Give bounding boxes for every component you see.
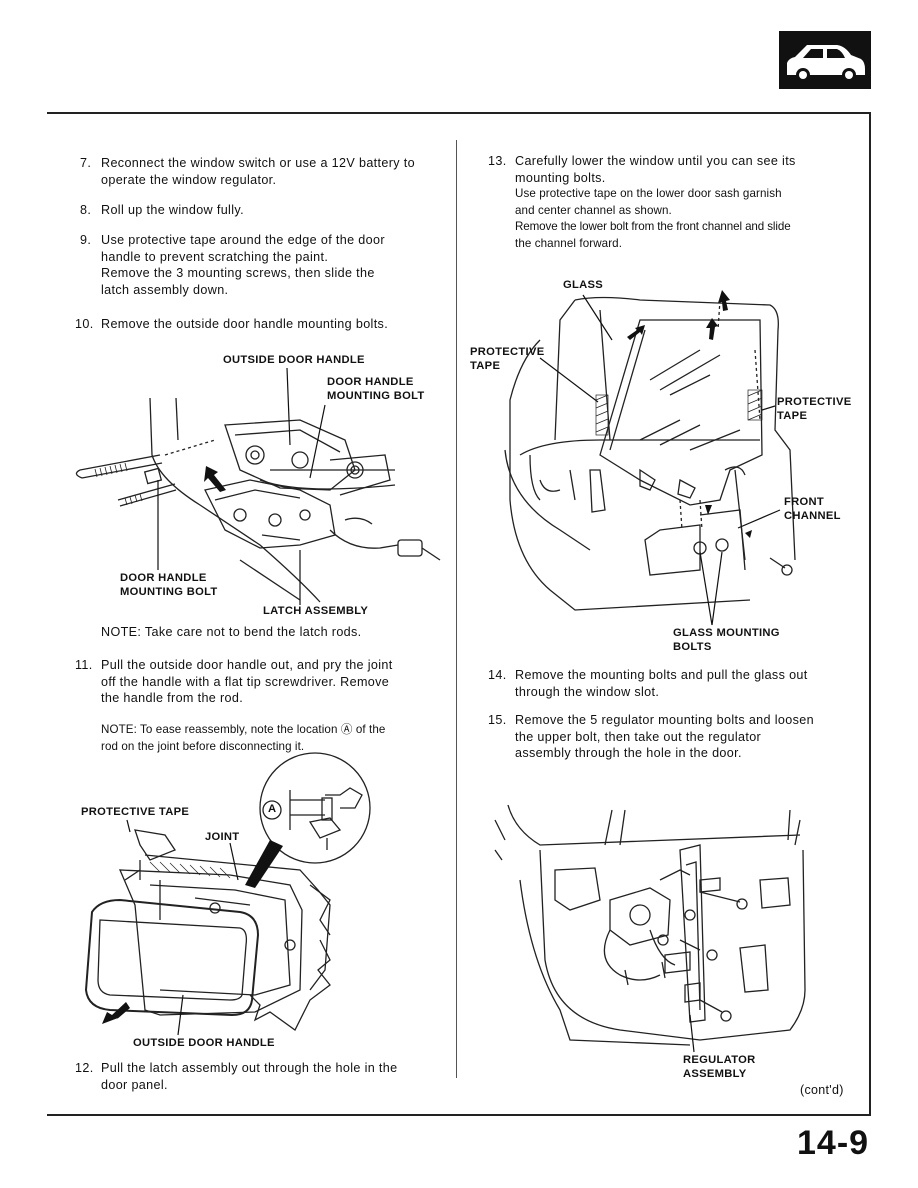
section-badge xyxy=(779,31,871,89)
step-12-line: door panel. xyxy=(101,1077,168,1092)
label-line: DOOR HANDLE xyxy=(120,572,207,584)
up-right-arrow-icon xyxy=(627,325,645,340)
label-line: TAPE xyxy=(470,359,501,372)
step-7-line: operate the window regulator. xyxy=(101,172,277,187)
down-arrow-icon xyxy=(705,505,712,515)
step-15-line: the upper bolt, then take out the regula… xyxy=(515,729,762,744)
step-13-line: Carefully lower the window until you can… xyxy=(515,154,796,168)
step-11-line: off the handle with a flat tip screwdriv… xyxy=(101,674,390,689)
step-9-line: handle to prevent scratching the paint. xyxy=(101,249,329,264)
label-protective-tape: PROTECTIVE TAPE xyxy=(81,806,190,818)
column-divider xyxy=(456,140,457,1078)
step-12-line: Pull the latch assembly out through the … xyxy=(101,1061,398,1075)
label-line: FRONT xyxy=(784,496,825,508)
label-regulator-assembly: REGULATOR ASSEMBLY xyxy=(683,1054,756,1081)
label-protective-tape-left: PROTECTIVE TAPE xyxy=(470,346,544,373)
step-9-line: latch assembly down. xyxy=(101,282,229,297)
step-13-line: mounting bolts. xyxy=(515,170,606,185)
note-2-line: NOTE: To ease reassembly, note the locat… xyxy=(101,723,386,736)
footer-rule xyxy=(47,1114,870,1116)
label-line: CHANNEL xyxy=(784,509,841,522)
label-protective-tape-right: PROTECTIVE TAPE xyxy=(777,396,851,423)
step-13-sub-line: Remove the lower bolt from the front cha… xyxy=(515,220,791,233)
label-glass: GLASS xyxy=(563,279,604,291)
note-1: NOTE: Take care not to bend the latch ro… xyxy=(101,625,362,639)
down-left-arrow-icon xyxy=(102,1002,130,1024)
step-11-line: Pull the outside door handle out, and pr… xyxy=(101,658,393,672)
step-9-line: Remove the 3 mounting screws, then slide… xyxy=(101,266,375,280)
up-arrow-icon xyxy=(718,290,730,311)
label-line: MOUNTING BOLT xyxy=(327,389,425,402)
up-arrow-icon xyxy=(706,318,718,340)
label-line: ASSEMBLY xyxy=(683,1067,747,1080)
label-glass-mounting-bolts: GLASS MOUNTING BOLTS xyxy=(673,627,780,654)
label-line: TAPE xyxy=(777,409,808,422)
step-9-line: Use protective tape around the edge of t… xyxy=(101,233,385,247)
page-number: 14-9 xyxy=(797,1124,870,1162)
label-line: BOLTS xyxy=(673,640,712,653)
step-14-line: Remove the mounting bolts and pull the g… xyxy=(515,668,808,682)
step-8-line: Roll up the window fully. xyxy=(101,203,244,217)
step-10-line: Remove the outside door handle mounting … xyxy=(101,317,389,331)
label-line: GLASS MOUNTING xyxy=(673,627,780,639)
label-door-handle-mounting-bolt-top: DOOR HANDLE MOUNTING BOLT xyxy=(327,376,425,403)
label-door-handle-mounting-bolt-bottom: DOOR HANDLE MOUNTING BOLT xyxy=(120,572,218,599)
header-rule xyxy=(47,112,870,114)
step-13-sub-line: Use protective tape on the lower door sa… xyxy=(515,187,782,200)
label-latch-assembly: LATCH ASSEMBLY xyxy=(263,605,369,617)
note-2: NOTE: To ease reassembly, note the locat… xyxy=(101,722,441,755)
step-11-line: the handle from the rod. xyxy=(101,691,244,705)
label-line: PROTECTIVE xyxy=(777,396,852,408)
step-15-line: Remove the 5 regulator mounting bolts an… xyxy=(515,713,814,727)
label-outside-door-handle: OUTSIDE DOOR HANDLE xyxy=(223,354,365,366)
label-line: MOUNTING BOLT xyxy=(120,585,218,598)
step-13-sub-line: the channel forward. xyxy=(515,236,623,250)
continued-marker: (cont'd) xyxy=(800,1083,844,1097)
label-front-channel: FRONT CHANNEL xyxy=(784,496,841,523)
label-line: REGULATOR xyxy=(683,1054,756,1066)
label-line: DOOR HANDLE xyxy=(327,376,414,388)
car-body-icon xyxy=(787,45,865,82)
step-7-line: Reconnect the window switch or use a 12V… xyxy=(101,156,415,170)
label-outside-door-handle-2: OUTSIDE DOOR HANDLE xyxy=(133,1037,275,1049)
step-15-line: assembly through the hole in the door. xyxy=(515,746,742,760)
right-border xyxy=(869,112,871,1116)
step-14-line: through the window slot. xyxy=(515,684,660,699)
step-13-sub-line: and center channel as shown. xyxy=(515,203,672,217)
label-line: PROTECTIVE xyxy=(470,346,545,358)
down-arrow-icon xyxy=(204,466,226,492)
label-joint: JOINT xyxy=(205,831,240,843)
note-2-line: rod on the joint before disconnecting it… xyxy=(101,739,305,753)
label-callout-a: A xyxy=(268,803,277,815)
right-arrow-icon xyxy=(745,530,752,538)
